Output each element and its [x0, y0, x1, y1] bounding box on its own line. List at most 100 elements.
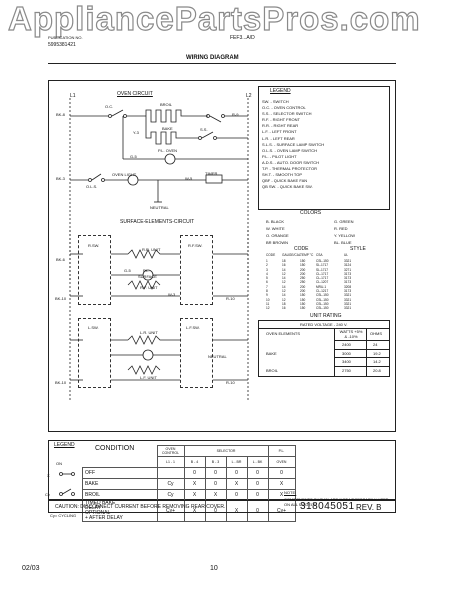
- legend-list: SW. - SWITCH O.C. - OVEN CONTROL S.S. - …: [262, 99, 324, 190]
- code-cell: 3271: [344, 267, 352, 272]
- code-cell: SL-1717: [316, 263, 329, 268]
- lf-unit-label: L.F. UNIT: [140, 375, 157, 380]
- y3-label: Y-3: [133, 130, 139, 135]
- legend-item: S.S. - SELECTOR SWITCH: [262, 111, 312, 117]
- table-row: TIMED BAKE DELAY OPTIONAL + AFTER DELAY …: [82, 500, 296, 522]
- left-switch-outline: [78, 318, 111, 388]
- model-label: FEF3...A/D: [230, 35, 255, 41]
- header-rule: [48, 63, 396, 64]
- code-cell: 5: [266, 276, 268, 281]
- code-cell: 200: [300, 289, 306, 294]
- legend-item: A.D.S. - AUTO. DOOR SWITCH: [262, 159, 320, 165]
- code-cell: 12: [282, 271, 286, 276]
- neutral-surface-label: NEUTRAL: [208, 354, 227, 359]
- r9-label: R-9: [232, 112, 239, 117]
- oven-elements-label: OVEN ELEMENTS: [266, 331, 301, 336]
- bake-label: BAKE: [162, 126, 173, 131]
- table-row: BROIL Cy X X 0 0 X: [82, 489, 296, 501]
- code-cell: 16: [282, 306, 286, 311]
- watermark: AppliancePartsPros.com: [7, 0, 421, 38]
- code-cell: 11: [266, 301, 270, 306]
- cell: X: [267, 478, 296, 490]
- code-cell: 3173: [344, 289, 352, 294]
- legend-item: SW. - SWITCH: [262, 99, 289, 104]
- code-cell: 18: [282, 301, 286, 306]
- ur-ohms: 20.8: [373, 367, 381, 373]
- bk3-label: BK-3: [56, 176, 65, 181]
- col-lbk: L - BK: [246, 456, 269, 468]
- code-cell: 12: [266, 306, 270, 311]
- surface-circuit-title: SURFACE-ELEMENTS-CIRCUIT: [120, 219, 195, 225]
- unit-rating-title: UNIT RATING: [310, 313, 342, 319]
- cell: 0: [204, 478, 227, 490]
- color-item: BR BROWN: [266, 240, 288, 245]
- legend-title: LEGEND: [270, 88, 291, 94]
- color-item: Y. YELLOW: [334, 233, 355, 238]
- ur-watts: 3000: [342, 350, 351, 356]
- code-cell: 14: [282, 267, 286, 272]
- rf-switch-label: R.F.SW.: [188, 243, 203, 248]
- r10-label-1: R-10: [226, 296, 235, 301]
- surface-circuit-schematic: [69, 230, 249, 400]
- note-title: NOTE:: [284, 490, 297, 495]
- oven-control-header: OVEN CONTROL: [156, 445, 185, 457]
- code-cell: 3321: [344, 301, 352, 306]
- watts-label: WATTS +5% & -10%: [339, 329, 363, 339]
- code-cell: CSL-150: [316, 259, 329, 263]
- legend-item: QBF - QUICK BAKE FAN: [262, 178, 308, 184]
- neutral-label: NEUTRAL: [150, 205, 169, 210]
- symbol-on: ON: [56, 461, 62, 466]
- code-cell: 7: [266, 284, 268, 289]
- code-cell: 3173: [344, 276, 352, 281]
- color-item: O. ORANGE: [266, 233, 289, 238]
- code-cell: 3321: [344, 297, 352, 302]
- code-cell: 150: [300, 263, 306, 268]
- color-item: G. GREEN: [334, 219, 354, 224]
- code-cell: 150: [300, 301, 306, 306]
- color-item: BL. BLUE: [334, 240, 352, 245]
- surface-label: SURFACE: [138, 274, 157, 279]
- condition-legend-title: LEGEND: [54, 442, 75, 448]
- cell: 0: [246, 489, 269, 501]
- ur-row-rule: [334, 340, 390, 341]
- cell: 0: [225, 467, 248, 479]
- symbol-cycling: Cy= CYCLING: [50, 513, 77, 518]
- code-cell: 2: [266, 263, 268, 268]
- cell: X: [204, 489, 227, 501]
- r10-label-2: R-10: [226, 380, 235, 385]
- cell: Cy: [156, 489, 185, 501]
- oven-circuit-schematic: [69, 98, 249, 280]
- legend-item: L.F. - LEFT FRONT: [262, 129, 297, 135]
- rf-unit-label: R.F. UNIT: [140, 285, 158, 290]
- ur-rule: [258, 328, 390, 329]
- code-cell: 3: [266, 267, 268, 272]
- bk10-label-1: BK-10: [55, 296, 67, 301]
- cell: 0: [246, 467, 269, 479]
- code-cell: CL-1207: [316, 280, 329, 285]
- legend-item: O.L.S. - OVEN LAMP SWITCH: [262, 147, 318, 153]
- legend-item: P.L. - PILOT LIGHT: [262, 153, 297, 159]
- footer-date: 02/03: [22, 565, 40, 572]
- publication-number-label: PUBLICATION NO.: [48, 35, 83, 40]
- symbol-cy: Cy: [45, 492, 50, 497]
- lr-unit-label: L.R. UNIT: [140, 330, 158, 335]
- code-cell: CL-1717: [316, 271, 329, 276]
- code-cell: 4: [266, 271, 268, 276]
- legend-item: R.F. - RIGHT FRONT: [262, 117, 300, 123]
- legend-item: L.R. - LEFT REAR: [262, 135, 295, 141]
- note-text: COMPONENTS SHOWN ARE NOT NECESSARILY USE…: [284, 497, 389, 507]
- cond-off: OFF: [82, 467, 158, 479]
- code-cell: 6: [266, 280, 268, 285]
- code-cell: SL-1717: [316, 267, 329, 272]
- code-cell: 200: [300, 271, 306, 276]
- cell: X: [183, 478, 206, 490]
- code-cell: 8: [266, 289, 268, 294]
- code-cell: 250: [300, 280, 306, 285]
- code-cell: CSL-150: [316, 297, 329, 302]
- ur-name: BROIL: [266, 367, 279, 373]
- timed-bake-label: TIMED BAKE: [85, 500, 116, 506]
- cell: X: [183, 489, 206, 501]
